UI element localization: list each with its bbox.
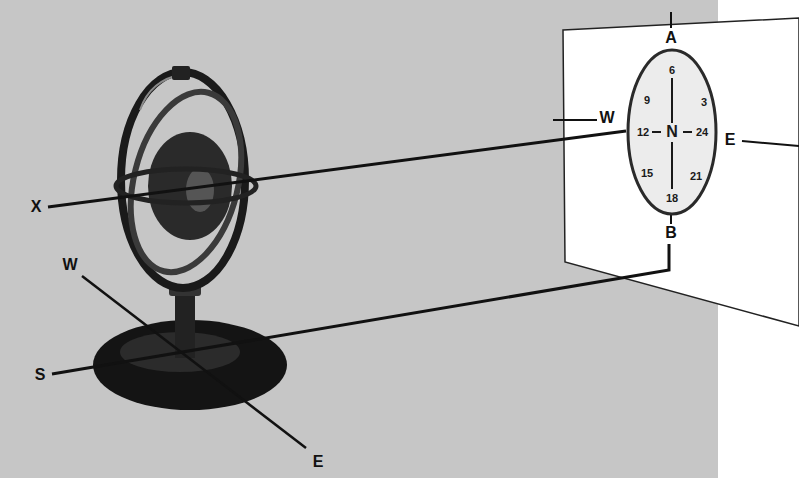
rotor: [148, 132, 232, 240]
dial-center-letter: N: [666, 124, 678, 140]
dial-number: 12: [637, 127, 649, 138]
direction-letter: W: [599, 110, 614, 126]
gyroscope-stem: [175, 288, 195, 358]
dial-number: 6: [669, 65, 675, 76]
direction-letter: A: [665, 30, 677, 46]
top-knob: [172, 66, 190, 80]
bottom-tick: [670, 215, 672, 224]
dial-axis-tick: [671, 78, 673, 123]
dial-ellipse-shape: [628, 50, 716, 214]
axis-letter: X: [31, 199, 42, 215]
direction-letter: W: [62, 257, 77, 273]
dial-number: 9: [644, 95, 650, 106]
dial-number: 21: [690, 171, 702, 182]
dial-axis-tick: [671, 142, 673, 189]
dial-axis-tick: [683, 131, 692, 133]
dial-number: 3: [701, 97, 707, 108]
dial-number: 15: [641, 168, 653, 179]
top-tick: [670, 12, 672, 28]
equator-ring: [116, 169, 256, 203]
direction-letter: E: [725, 132, 736, 148]
screen-west-line: [553, 119, 597, 121]
projection-screen: [563, 18, 799, 326]
dial-ellipse: 6 3 24 21 18 15 12 9N: [626, 48, 718, 216]
direction-letter: E: [313, 454, 324, 470]
axis-letter: S: [35, 367, 46, 383]
dial-axis-tick: [652, 131, 661, 133]
dial-number: 18: [666, 193, 678, 204]
south-axis-line: [52, 244, 669, 374]
dial-number: 24: [696, 127, 708, 138]
spin-axis-line: [48, 131, 626, 207]
screen-east-line: [742, 141, 799, 146]
west-east-line: [82, 276, 306, 448]
direction-letter: B: [665, 225, 677, 241]
